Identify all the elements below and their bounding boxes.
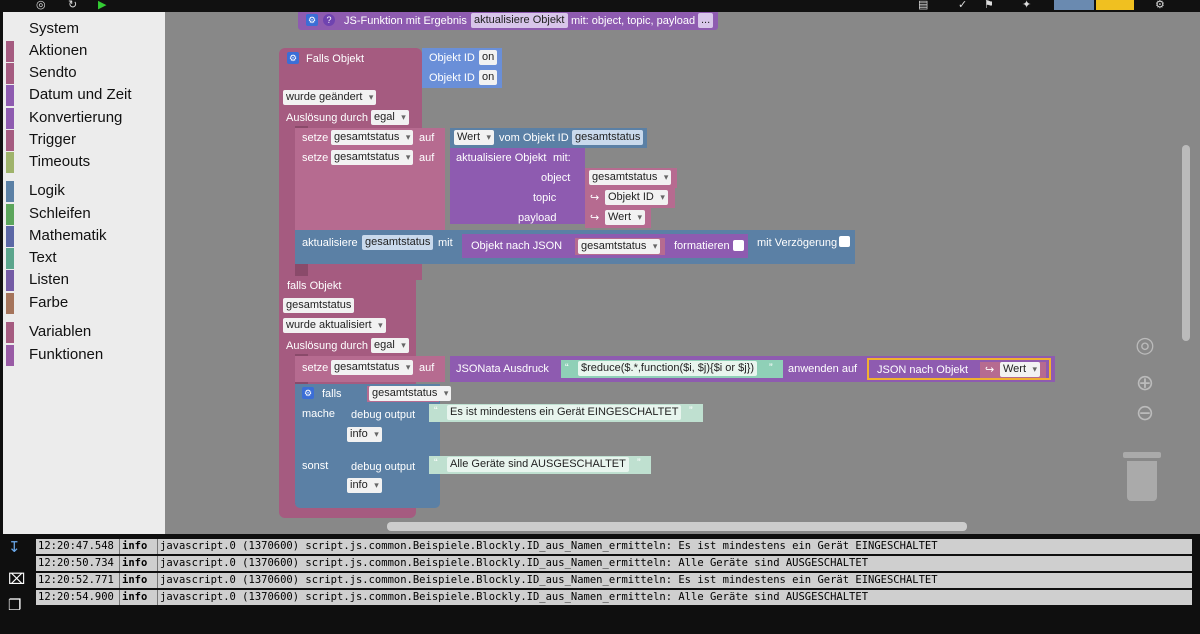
zoom-out-icon[interactable]: ⊖	[1135, 400, 1155, 425]
trigger-dropdown-1[interactable]: egal	[371, 110, 409, 125]
debug-output-block-1[interactable]: debug output info	[345, 404, 429, 446]
log-pane: ↧ ⌧ ❐ 12:20:47.548 info javascript.0 (13…	[0, 534, 1200, 634]
variable-icon: ↪	[985, 364, 995, 376]
quote-open-icon: “	[434, 457, 438, 469]
check-icon[interactable]: ✓	[958, 0, 968, 11]
toolbox-cat-farbe[interactable]: Farbe	[6, 292, 165, 314]
toolbox-cat-system[interactable]: System	[6, 18, 165, 40]
updated-dropdown[interactable]: wurde aktualisiert	[283, 318, 386, 333]
quote-open-icon: “	[434, 405, 438, 417]
toolbox-cat-sendto[interactable]: Sendto	[6, 62, 165, 84]
save-button[interactable]	[1054, 0, 1094, 10]
value-of-object-block[interactable]: Wert vom Objekt ID gesamtstatus	[450, 128, 647, 148]
json-to-object-arg[interactable]: ↪ Wert	[980, 362, 1046, 378]
arg-topic[interactable]: ↪ Objekt ID	[585, 188, 675, 208]
set-var-block-1[interactable]: setze gesamtstatus auf	[295, 128, 445, 148]
log-row: 12:20:52.771 info javascript.0 (1370600)…	[36, 573, 1192, 588]
delay-checkbox[interactable]	[839, 236, 850, 247]
toolbox-cat-mathematik[interactable]: Mathematik	[6, 225, 165, 247]
debug-text-2[interactable]: “ Alle Geräte sind AUSGESCHALTET ”	[429, 456, 651, 474]
flag-icon[interactable]: ⚑	[984, 0, 994, 11]
copy-icon[interactable]: ❐	[8, 597, 22, 614]
toolbox-cat-schleifen[interactable]: Schleifen	[6, 203, 165, 225]
quote-close-icon: ”	[689, 405, 693, 417]
gear-icon[interactable]: ⚙	[302, 387, 314, 399]
quote-close-icon: ”	[769, 362, 773, 374]
json-var-block[interactable]: gesamtstatus	[575, 238, 665, 255]
vertical-scrollbar[interactable]	[1182, 145, 1190, 341]
log-row: 12:20:54.900 info javascript.0 (1370600)…	[36, 590, 1192, 605]
help-icon[interactable]: ?	[323, 14, 335, 26]
toolbox-cat-aktionen[interactable]: Aktionen	[6, 40, 165, 62]
warning-badge[interactable]	[1096, 0, 1134, 10]
blockly-workspace[interactable]: ⚙ ? JS-Funktion mit Ergebnis aktualisier…	[165, 12, 1200, 534]
blockly-toolbox: System Aktionen Sendto Datum und Zeit Ko…	[3, 12, 165, 534]
arg-payload[interactable]: ↪ Wert	[585, 208, 651, 228]
clear-log-icon[interactable]: ⌧	[8, 571, 26, 588]
changed-dropdown[interactable]: wurde geändert	[283, 90, 377, 105]
toolbox-cat-timeouts[interactable]: Timeouts	[6, 151, 165, 173]
horizontal-scrollbar[interactable]	[387, 522, 967, 531]
toolbox-cat-funktionen[interactable]: Funktionen	[6, 344, 165, 366]
gear-icon[interactable]: ⚙	[287, 52, 299, 64]
toolbox-cat-listen[interactable]: Listen	[6, 269, 165, 291]
toolbox-cat-trigger[interactable]: Trigger	[6, 129, 165, 151]
magic-icon[interactable]: ✦	[1022, 0, 1032, 11]
export-icon[interactable]: ▤	[918, 0, 929, 11]
log-row: 12:20:47.548 info javascript.0 (1370600)…	[36, 539, 1192, 554]
format-checkbox[interactable]	[733, 240, 744, 251]
toolbox-cat-variablen[interactable]: Variablen	[6, 321, 165, 343]
toolbox-cat-logik[interactable]: Logik	[6, 180, 165, 202]
toolbox-cat-konvertierung[interactable]: Konvertierung	[6, 107, 165, 129]
variable-icon: ↪	[590, 212, 600, 224]
target-icon[interactable]: ◎	[36, 0, 46, 11]
log-row: 12:20:50.734 info javascript.0 (1370600)…	[36, 556, 1192, 571]
gear-icon[interactable]: ⚙	[306, 14, 318, 26]
set-var-block-2[interactable]: setze gesamtstatus auf	[295, 148, 445, 230]
set-var-block-3[interactable]: setze gesamtstatus auf	[295, 356, 445, 382]
quote-open-icon: “	[565, 362, 569, 374]
trash-icon[interactable]	[1123, 452, 1161, 502]
call-update-object-block[interactable]: aktualisiere Objekt mit: object topic pa…	[450, 148, 585, 224]
trigger-dropdown-2[interactable]: egal	[371, 338, 409, 353]
settings-icon[interactable]: ⚙	[1155, 0, 1165, 11]
run-icon[interactable]: ▶	[98, 0, 107, 11]
variable-icon: ↪	[590, 192, 600, 204]
recenter-icon[interactable]: ◎	[1135, 332, 1155, 357]
if-condition-var[interactable]: gesamtstatus	[367, 386, 452, 402]
scroll-down-icon[interactable]: ↧	[8, 539, 21, 556]
arg-object[interactable]: gesamtstatus	[585, 168, 677, 188]
zoom-in-icon[interactable]: ⊕	[1135, 370, 1155, 395]
toolbox-cat-datum[interactable]: Datum und Zeit	[6, 84, 165, 106]
object-id-2[interactable]: Objekt ID on	[422, 68, 502, 88]
debug-output-block-2[interactable]: debug output info	[345, 456, 429, 496]
toolbox-cat-text[interactable]: Text	[6, 247, 165, 269]
js-function-block[interactable]: ⚙ ? JS-Funktion mit Ergebnis aktualisier…	[298, 12, 718, 30]
object-id-1[interactable]: Objekt ID on	[422, 48, 502, 68]
refresh-icon[interactable]: ↻	[68, 0, 78, 11]
debug-text-1[interactable]: “ Es ist mindestens ein Gerät EINGESCHAL…	[429, 404, 703, 422]
top-toolbar: ◎ ↻ ▶ ▤ ✓ ⚑ ✦ ⚙	[0, 0, 1200, 12]
jsonata-expr-text[interactable]: “ $reduce($.*,function($i, $j){$i or $j}…	[561, 360, 783, 378]
quote-close-icon: ”	[637, 457, 641, 469]
